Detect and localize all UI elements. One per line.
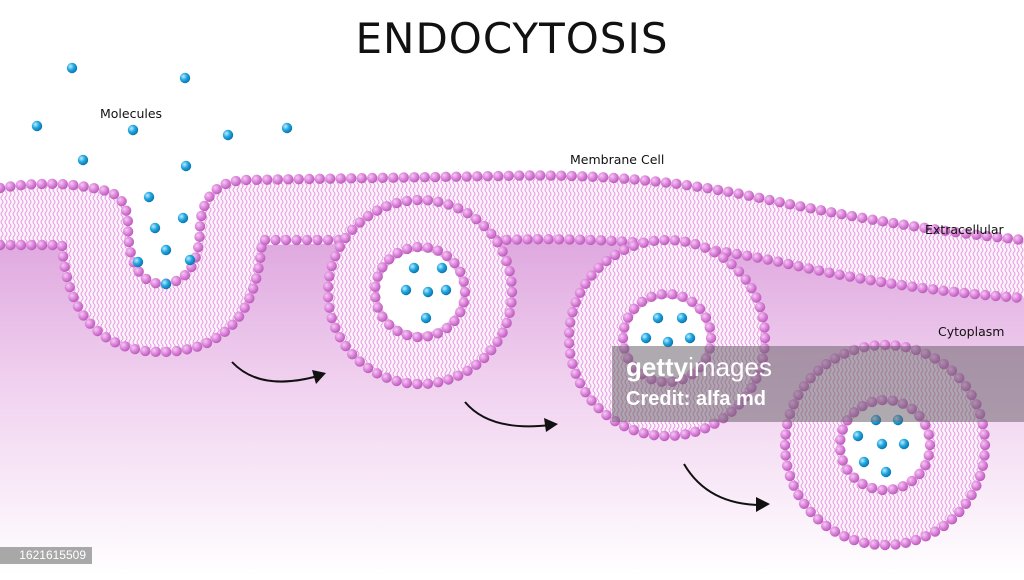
image-id-tag: 1621615509 — [0, 547, 92, 564]
cytoplasm-region — [0, 239, 1024, 576]
page-title: ENDOCYTOSIS — [355, 14, 669, 63]
label-molecules: Molecules — [100, 106, 163, 121]
label-membrane-cell: Membrane Cell — [570, 152, 665, 167]
arrow-icon — [231, 361, 763, 506]
cell-membrane — [0, 175, 1024, 352]
label-extracellular: Extracellular — [925, 222, 1004, 237]
label-cytoplasm: Cytoplasm — [938, 324, 1005, 339]
watermark-logo: gettyimages — [626, 352, 772, 382]
watermark-credit: Credit: alfa md — [626, 388, 767, 410]
watermark: gettyimages Credit: alfa md — [612, 346, 1024, 422]
arrowhead-icon — [312, 370, 770, 512]
